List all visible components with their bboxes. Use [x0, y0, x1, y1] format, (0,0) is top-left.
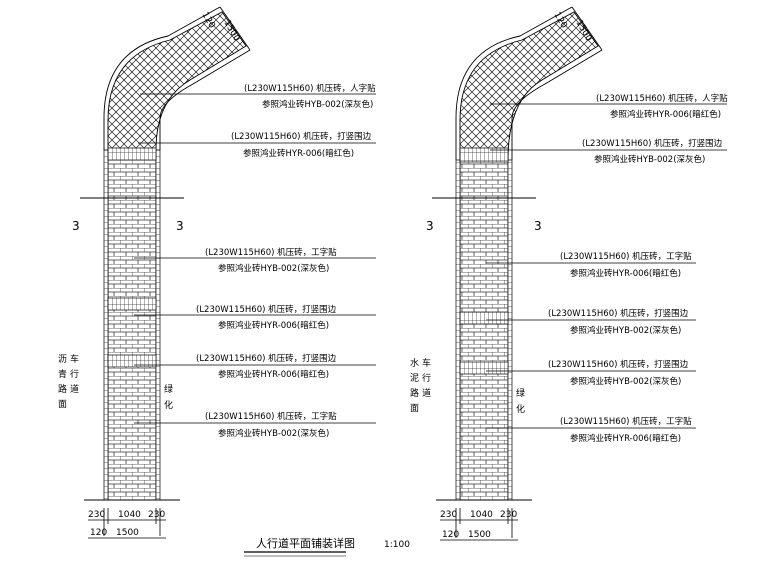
- right-road-c1: 水: [410, 357, 419, 369]
- left-callouts: (L230W115H60) 机压砖，人字贴 参照鸿业砖HYB-002(深灰色) …: [196, 83, 376, 439]
- callout-right-3a: (L230W115H60) 机压砖，工字贴: [560, 251, 692, 262]
- right-road-d3: 道: [422, 387, 431, 399]
- callout-left-4b: 参照鸿业砖HYR-006(暗红色): [218, 320, 329, 331]
- callout-right-3b: 参照鸿业砖HYR-006(暗红色): [570, 268, 681, 279]
- callout-right-4b: 参照鸿业砖HYB-002(深灰色): [570, 325, 681, 336]
- left-road-d1: 车: [70, 353, 79, 365]
- drawing-scale: 1:100: [384, 540, 410, 550]
- callout-left-2b: 参照鸿业砖HYR-006(暗红色): [243, 148, 354, 159]
- callout-left-6b: 参照鸿业砖HYB-002(深灰色): [218, 428, 329, 439]
- right-dim-1040: 1040: [470, 510, 493, 520]
- right-straight-paving: [459, 159, 509, 501]
- right-dim-1500: 1500: [468, 530, 491, 540]
- left-road-d3: 道: [70, 383, 79, 395]
- callout-right-5b: 参照鸿业砖HYB-002(深灰色): [570, 376, 681, 387]
- callout-right-5a: (L230W115H60) 机压砖，打竖围边: [548, 359, 689, 370]
- drawing-title-block: 人行道平面铺装详图 1:100: [244, 536, 410, 557]
- callout-right-1a: (L230W115H60) 机压砖，人字贴: [596, 93, 728, 104]
- callout-left-5b: 参照鸿业砖HYR-006(暗红色): [218, 369, 329, 380]
- right-dim-230a: 230: [440, 510, 457, 520]
- right-plan: 3 3 (L230W115H60) 机压砖，人字贴 参照鸿业砖HYR-006(暗…: [410, 6, 728, 541]
- right-green-2: 化: [516, 403, 525, 415]
- callout-left-4a: (L230W115H60) 机压砖，打竖围边: [196, 304, 337, 315]
- drawing-title: 人行道平面铺装详图: [256, 536, 355, 550]
- right-green-1: 绿: [516, 387, 525, 399]
- right-curve-paving: [459, 11, 599, 161]
- left-green-1: 绿: [164, 383, 173, 395]
- callout-right-6a: (L230W115H60) 机压砖，工字贴: [560, 416, 692, 427]
- right-road-c4: 面: [410, 403, 419, 414]
- right-road-d2: 行: [422, 372, 431, 384]
- callout-right-2a: (L230W115H60) 机压砖，打竖围边: [582, 138, 723, 149]
- right-dim-230b: 230: [500, 510, 517, 520]
- left-dim-1500: 1500: [116, 528, 139, 538]
- left-green-2: 化: [164, 399, 173, 411]
- section-mark-left-b: 3: [176, 219, 184, 233]
- right-road-c2: 泥: [410, 373, 419, 384]
- left-road-c4: 面: [58, 399, 67, 410]
- section-mark-right-a: 3: [426, 219, 434, 233]
- left-road-d2: 行: [70, 368, 79, 380]
- callout-left-6a: (L230W115H60) 机压砖，工字贴: [205, 411, 337, 422]
- left-dim-230a: 230: [88, 510, 105, 520]
- callout-right-4a: (L230W115H60) 机压砖，打竖围边: [548, 308, 689, 319]
- right-callouts: (L230W115H60) 机压砖，人字贴 参照鸿业砖HYR-006(暗红色) …: [548, 93, 728, 444]
- callout-left-1a: (L230W115H60) 机压砖，人字贴: [244, 83, 376, 94]
- left-road-c3: 路: [58, 383, 67, 395]
- right-road-d1: 车: [422, 357, 431, 369]
- left-dim-120: 120: [90, 528, 107, 538]
- section-mark-left-a: 3: [72, 219, 80, 233]
- callout-left-3b: 参照鸿业砖HYB-002(深灰色): [218, 263, 329, 274]
- callout-left-5a: (L230W115H60) 机压砖，打竖围边: [196, 353, 337, 364]
- left-road-c1: 沥: [58, 354, 67, 365]
- left-plan: 3 3 (L230W115H60) 机压砖，人字贴 参照鸿业砖HYB-002(深…: [58, 6, 376, 539]
- section-mark-right-b: 3: [534, 219, 542, 233]
- left-curve-paving: [107, 11, 247, 151]
- callout-right-6b: 参照鸿业砖HYR-006(暗红色): [570, 433, 681, 444]
- callout-left-2a: (L230W115H60) 机压砖，打竖围边: [231, 131, 372, 142]
- callout-left-1b: 参照鸿业砖HYB-002(深灰色): [262, 99, 373, 110]
- callout-right-2b: 参照鸿业砖HYB-002(深灰色): [594, 154, 705, 165]
- left-dim-230b: 230: [148, 510, 165, 520]
- left-straight-paving: [107, 149, 157, 501]
- left-road-c2: 青: [58, 368, 67, 380]
- right-dim-120: 120: [442, 530, 459, 540]
- right-road-c3: 路: [410, 387, 419, 399]
- callout-left-3a: (L230W115H60) 机压砖，工字贴: [205, 247, 337, 258]
- callout-right-1b: 参照鸿业砖HYR-006(暗红色): [610, 109, 721, 120]
- left-dim-1040: 1040: [118, 510, 141, 520]
